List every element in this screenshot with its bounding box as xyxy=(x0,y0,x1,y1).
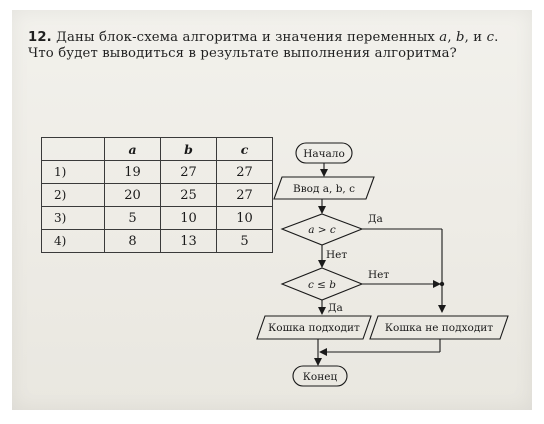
table-cell: 27 xyxy=(216,160,273,184)
table-row: 3) 5 10 10 xyxy=(41,206,273,230)
table-row: 2) 20 25 27 xyxy=(41,183,273,207)
flow-output-no xyxy=(369,315,509,340)
problem-text-sep: , xyxy=(447,30,456,45)
flow-input-label: Ввод a, b, c xyxy=(293,183,355,195)
problem-statement: 12. Даны блок-схема алгоритма и значения… xyxy=(28,30,520,62)
values-table: a b c 1) 19 27 27 2) 20 25 27 3) 5 10 10… xyxy=(41,137,273,253)
problem-number: 12. xyxy=(28,30,52,45)
table-cell: 27 xyxy=(160,160,217,184)
table-cell: 4) xyxy=(41,229,105,253)
flow-cond1-no-label: Нет xyxy=(326,249,347,261)
flow-output-yes xyxy=(256,315,372,340)
table-cell: 10 xyxy=(160,206,217,230)
flow-condition-2-label: c ≤ b xyxy=(308,279,336,291)
flow-start-label: Начало xyxy=(303,148,345,160)
flow-junction-dot xyxy=(439,281,445,287)
flow-output-yes-label: Кошка подходит xyxy=(268,322,360,334)
problem-text-part: . Что будет выводиться в результате выпо… xyxy=(28,30,499,61)
table-cell: 5 xyxy=(216,229,273,253)
table-cell: 10 xyxy=(216,206,273,230)
flow-input-block xyxy=(273,176,375,200)
var-a: a xyxy=(439,30,448,45)
table-cell: 8 xyxy=(104,229,161,253)
table-cell: 2) xyxy=(41,183,105,207)
problem-text-part: Даны блок-схема алгоритма и значения пер… xyxy=(56,30,440,45)
table-cell: 3) xyxy=(41,206,105,230)
flow-output-no-label: Кошка не подходит xyxy=(385,322,493,334)
flow-end-terminal xyxy=(292,365,348,387)
table-header-cell: c xyxy=(216,137,273,161)
table-cell: 25 xyxy=(160,183,217,207)
flow-cond1-yes-label: Да xyxy=(368,213,383,225)
table-cell: 13 xyxy=(160,229,217,253)
flow-condition-1-label: a > c xyxy=(308,224,336,236)
flow-cond2-no-label: Нет xyxy=(368,269,389,281)
flow-cond2-yes-label: Да xyxy=(328,302,343,314)
table-header-row: a b c xyxy=(41,137,273,161)
var-c: c xyxy=(486,30,495,45)
flow-end-label: Конец xyxy=(303,371,338,383)
table-header-cell xyxy=(41,137,105,161)
table-row: 4) 8 13 5 xyxy=(41,229,273,253)
var-b: b xyxy=(456,30,465,45)
problem-text-sep: , и xyxy=(464,30,487,45)
